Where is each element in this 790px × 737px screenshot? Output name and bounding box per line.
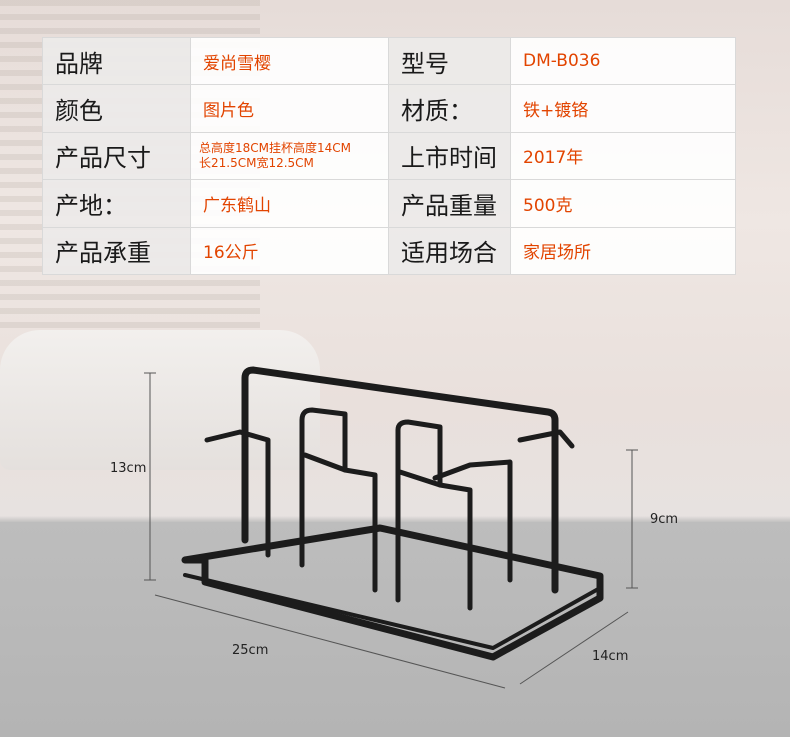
rack-hook-3 <box>395 419 443 603</box>
rack-handle <box>241 366 559 594</box>
spec-row: 品牌 爱尚雪樱 型号 DM-B036 <box>42 36 736 86</box>
rack-hook-4 <box>432 459 513 583</box>
rack-hook-2b <box>342 467 378 593</box>
spec-table: 品牌 爱尚雪樱 型号 DM-B036 颜色 图片色 材质： 铁+镀铬 产品尺寸 … <box>42 36 736 276</box>
spec-label-color: 颜色 <box>42 84 191 133</box>
spec-value-load: 16公斤 <box>190 226 389 276</box>
spec-value-release: 2017年 <box>510 131 736 181</box>
spec-label-size: 产品尺寸 <box>42 131 191 181</box>
spec-label-load: 产品承重 <box>42 226 191 276</box>
spec-value-color: 图片色 <box>190 84 389 133</box>
spec-value-weight: 500克 <box>510 179 736 228</box>
spec-row: 产品承重 16公斤 适用场合 家居场所 <box>42 226 736 276</box>
dim-label-width: 14cm <box>592 649 628 664</box>
length-dimension-line <box>154 594 506 689</box>
spec-label-weight: 产品重量 <box>388 179 511 228</box>
spec-value-material: 铁+镀铬 <box>510 84 736 133</box>
spec-label-brand: 品牌 <box>42 36 191 86</box>
spec-label-usage: 适用场合 <box>388 226 511 276</box>
spec-value-size-height: 总高度18CM挂杯高度14CM <box>199 140 352 155</box>
spec-label-release: 上市时间 <box>388 131 511 181</box>
width-dimension-line <box>519 611 629 685</box>
rack-frame <box>181 366 604 661</box>
rack-hook-5 <box>517 429 575 449</box>
spec-row: 产地： 广东鹤山 产品重量 500克 <box>42 179 736 228</box>
spec-value-size-length: 长21.5CM宽12.5CM <box>199 155 314 170</box>
rack-hook-2 <box>299 407 348 568</box>
spec-value-usage: 家居场所 <box>510 226 736 276</box>
rack-hook-1 <box>204 429 271 558</box>
spec-row: 颜色 图片色 材质： 铁+镀铬 <box>42 84 736 133</box>
dim-label-length: 25cm <box>232 643 268 658</box>
spec-value-model: DM-B036 <box>510 36 736 86</box>
rack-base-outline <box>181 524 604 661</box>
dimension-lines <box>144 372 638 689</box>
spec-value-brand: 爱尚雪樱 <box>190 36 389 86</box>
spec-value-origin: 广东鹤山 <box>190 179 389 228</box>
dim-label-height: 13cm <box>110 461 146 476</box>
spec-label-origin: 产地： <box>42 179 191 228</box>
dim-label-cup-height: 9cm <box>650 512 678 527</box>
rack-base-inner <box>183 573 602 650</box>
spec-value-size: 总高度18CM挂杯高度14CM 长21.5CM宽12.5CM <box>190 131 389 181</box>
spec-row: 产品尺寸 总高度18CM挂杯高度14CM 长21.5CM宽12.5CM 上市时间… <box>42 131 736 181</box>
rack-hook-3b <box>437 482 473 611</box>
